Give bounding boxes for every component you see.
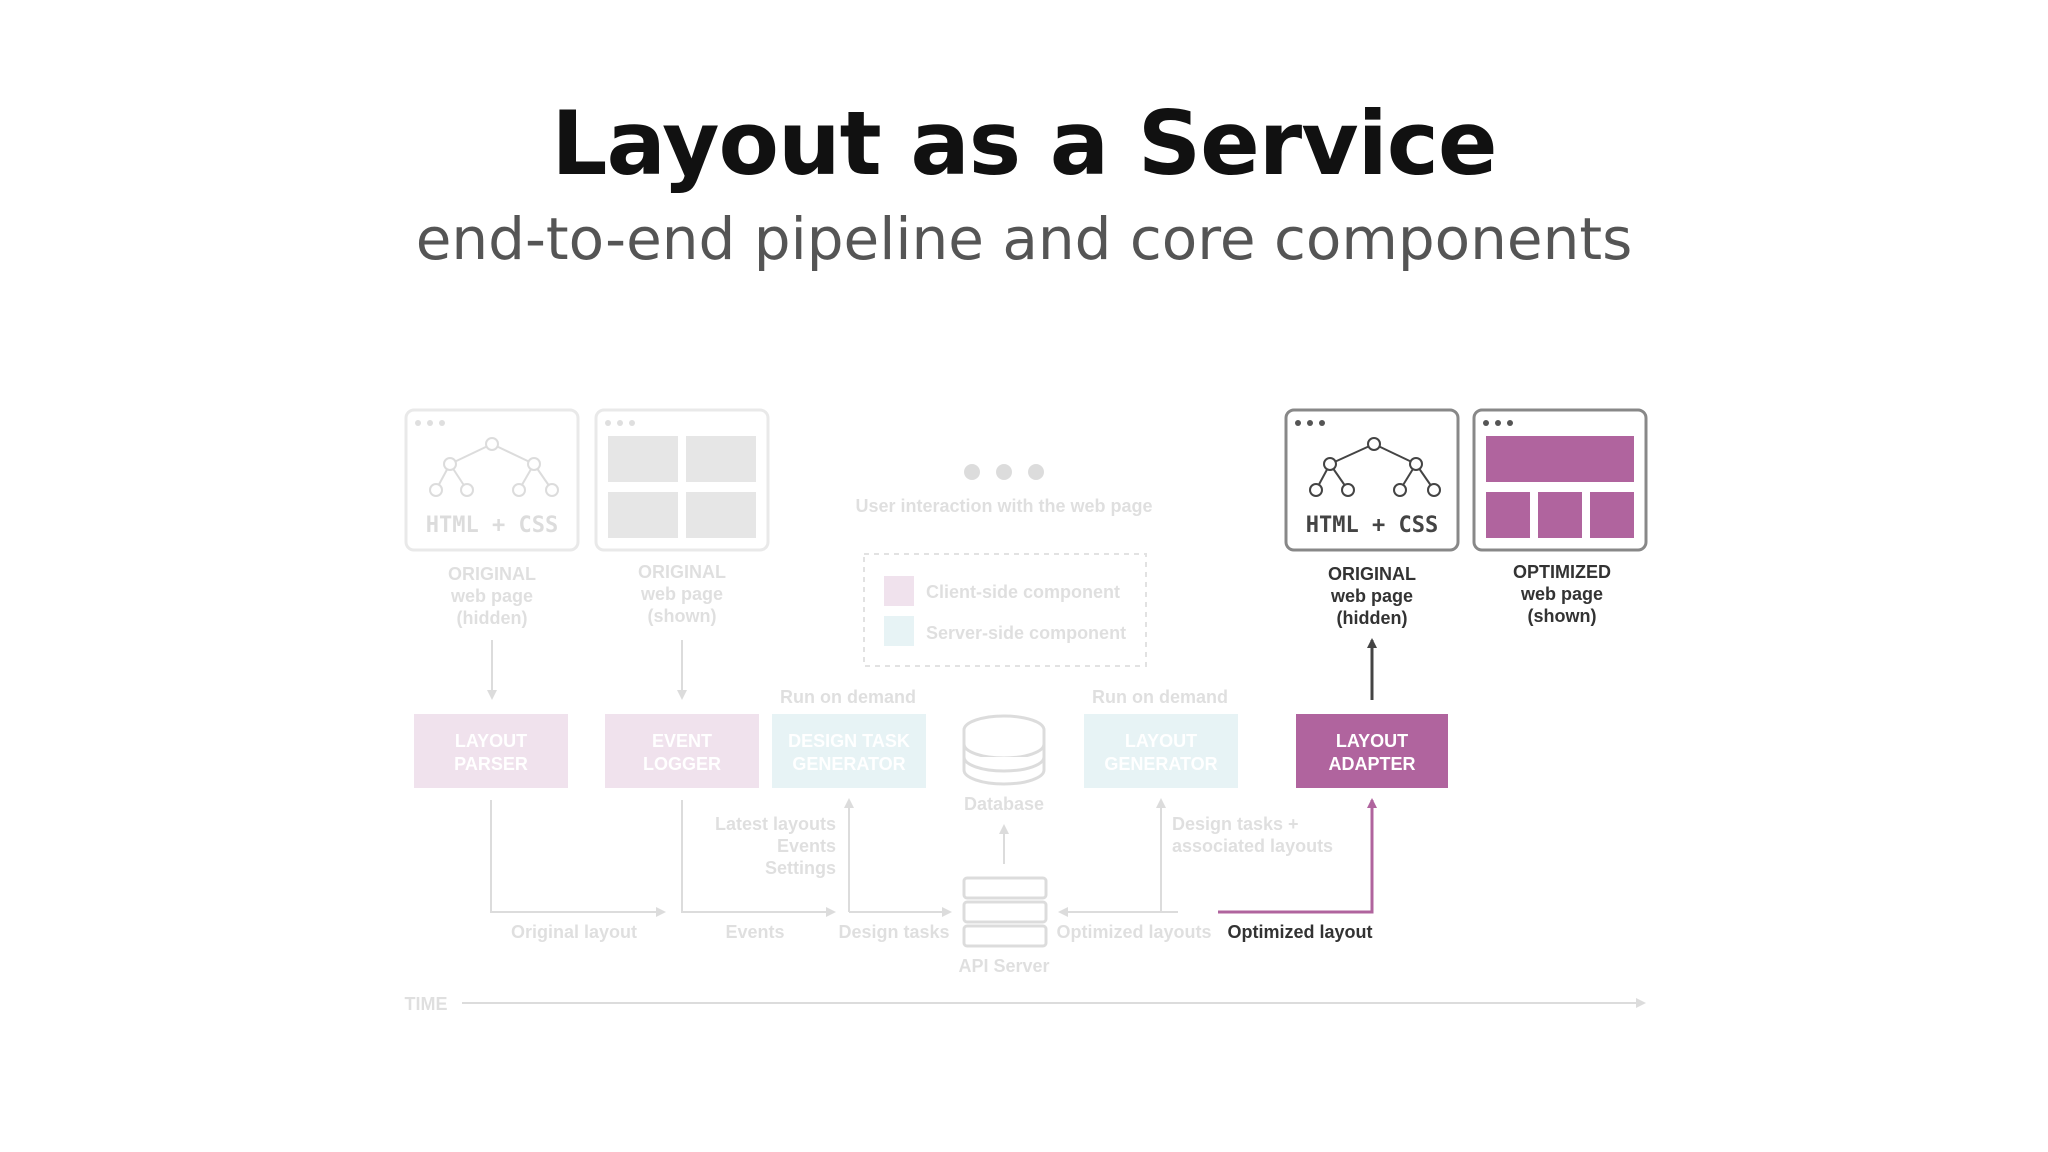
window-original-shown: ORIGINAL web page (shown) bbox=[594, 408, 770, 626]
layout-generator-box: LAYOUT GENERATOR bbox=[1084, 714, 1238, 788]
box-label: LAYOUT bbox=[455, 731, 527, 751]
design-task-generator-box: DESIGN TASK GENERATOR bbox=[772, 714, 926, 788]
flow-label-design-tasks: Design tasks bbox=[838, 922, 949, 942]
caption-line: ORIGINAL bbox=[638, 562, 726, 582]
caption-line: web page bbox=[640, 584, 723, 604]
caption-line: (hidden) bbox=[1337, 608, 1408, 628]
annotation-latest: Settings bbox=[765, 858, 836, 878]
event-logger-box: EVENT LOGGER bbox=[605, 714, 759, 788]
caption-line: web page bbox=[1520, 584, 1603, 604]
server-icon bbox=[962, 876, 1048, 948]
box-label: PARSER bbox=[454, 754, 528, 774]
layout-adapter-box: LAYOUT ADAPTER bbox=[1296, 714, 1448, 788]
database-label: Database bbox=[964, 794, 1044, 814]
dom-tree-icon bbox=[429, 437, 559, 497]
dom-tree-icon bbox=[1309, 437, 1441, 497]
caption-line: (shown) bbox=[1528, 606, 1597, 626]
optimized-layout-flow-arrow bbox=[1218, 798, 1377, 914]
box-label: DESIGN TASK bbox=[788, 731, 910, 751]
page-subtitle: end-to-end pipeline and core components bbox=[415, 205, 1633, 273]
caption-line: (hidden) bbox=[457, 608, 528, 628]
box-label: GENERATOR bbox=[792, 754, 905, 774]
caption-line: ORIGINAL bbox=[1328, 564, 1416, 584]
caption-line: web page bbox=[1330, 586, 1413, 606]
legend: Client-side component Server-side compon… bbox=[863, 553, 1147, 667]
window-optimized-shown: OPTIMIZED web page (shown) bbox=[1472, 408, 1648, 626]
box-label: EVENT bbox=[652, 731, 712, 751]
user-interaction: User interaction with the web page bbox=[855, 464, 1153, 516]
caption-line: ORIGINAL bbox=[448, 564, 536, 584]
run-on-demand-label: Run on demand bbox=[780, 687, 916, 707]
flow-label-optimized-layout: Optimized layout bbox=[1227, 922, 1372, 942]
window-original-hidden-left: HTML + CSS ORIGINAL web page (hidden) bbox=[404, 408, 580, 628]
api-server-label: API Server bbox=[958, 956, 1049, 976]
legend-client-label: Client-side component bbox=[926, 582, 1120, 602]
caption-line: OPTIMIZED bbox=[1513, 562, 1611, 582]
flow-label-optimized-layouts: Optimized layouts bbox=[1056, 922, 1211, 942]
box-label: LAYOUT bbox=[1125, 731, 1197, 751]
interaction-label: User interaction with the web page bbox=[855, 496, 1152, 516]
window-original-hidden-right: HTML + CSS ORIGINAL web page (hidden) bbox=[1284, 408, 1460, 628]
box-label: ADAPTER bbox=[1328, 754, 1415, 774]
code-label: HTML + CSS bbox=[426, 513, 558, 538]
annotation-latest: Events bbox=[777, 836, 836, 856]
box-label: LAYOUT bbox=[1336, 731, 1408, 751]
flow-label-events: Events bbox=[725, 922, 784, 942]
annotation-design-tasks: Design tasks + bbox=[1172, 814, 1299, 834]
flow-label-original-layout: Original layout bbox=[511, 922, 637, 942]
annotation-latest: Latest layouts bbox=[715, 814, 836, 834]
caption-line: web page bbox=[450, 586, 533, 606]
faded-pipeline-section: HTML + CSS ORIGINAL web page (hidden) OR… bbox=[404, 408, 1646, 1014]
run-on-demand-label: Run on demand bbox=[1092, 687, 1228, 707]
page-title: Layout as a Service bbox=[551, 92, 1497, 195]
database-icon bbox=[962, 714, 1046, 786]
caption-line: (shown) bbox=[648, 606, 717, 626]
legend-server-label: Server-side component bbox=[926, 623, 1126, 643]
box-label: GENERATOR bbox=[1104, 754, 1217, 774]
layout-parser-box: LAYOUT PARSER bbox=[414, 714, 568, 788]
annotation-design-tasks: associated layouts bbox=[1172, 836, 1333, 856]
box-label: LOGGER bbox=[643, 754, 721, 774]
code-label: HTML + CSS bbox=[1306, 513, 1438, 538]
time-label: TIME bbox=[405, 994, 448, 1014]
